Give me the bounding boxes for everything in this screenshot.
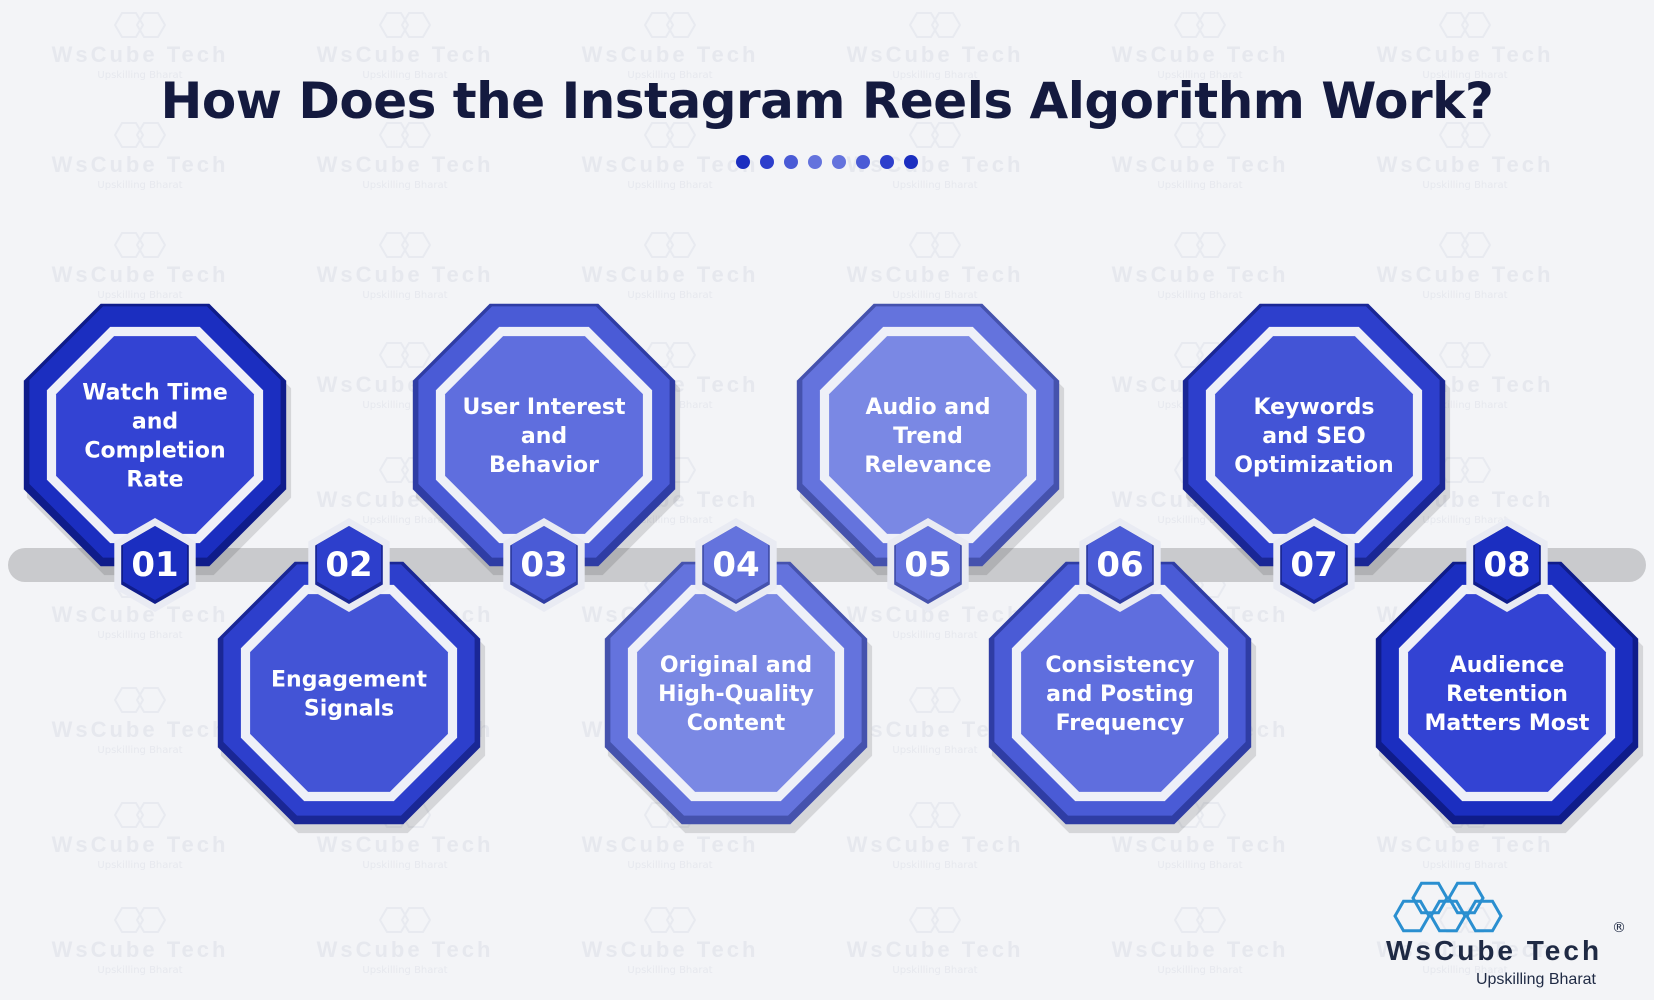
octagon-inner <box>1215 336 1413 534</box>
title-dot <box>736 155 750 169</box>
step-number-badge: 05 <box>887 518 969 612</box>
octagon-inner <box>445 336 643 534</box>
badge-hexagon-fill <box>123 526 187 600</box>
step-label-line: and <box>521 424 567 449</box>
title-dot <box>784 155 798 169</box>
step-number: 02 <box>325 545 372 585</box>
octagon-inner <box>829 336 1027 534</box>
title-dot <box>856 155 870 169</box>
badge-hexagon-fill <box>704 526 768 600</box>
registered-mark: ® <box>1612 920 1626 936</box>
page-title: How Does the Instagram Reels Algorithm W… <box>160 72 1494 130</box>
badge-hexagon-fill <box>1475 526 1539 600</box>
step-label-line: Audience <box>1450 653 1565 678</box>
step-label-line: Content <box>687 711 786 736</box>
hexagon-logo-icon <box>1393 881 1503 933</box>
badge-hexagon-fill <box>512 526 576 600</box>
title-dot <box>832 155 846 169</box>
badge-hexagon-fill <box>1088 526 1152 600</box>
step-label-line: and <box>132 410 178 435</box>
wscube-tech-logo: WsCube Tech ® Upskilling Bharat <box>1386 880 1626 990</box>
step-label-line: Watch Time <box>82 381 228 406</box>
step-number-badge: 03 <box>503 518 585 612</box>
logo-brand-text: WsCube Tech <box>1386 935 1626 967</box>
logo-brand-part1: WsCube <box>1386 935 1516 966</box>
step-number: 01 <box>131 545 178 585</box>
step-number: 04 <box>712 545 759 585</box>
step-label-line: Consistency <box>1045 653 1194 678</box>
logo-tagline: Upskilling Bharat <box>1475 971 1596 988</box>
logo-hexagon <box>1411 881 1449 915</box>
title-dot <box>808 155 822 169</box>
step-number-badge: 04 <box>695 518 777 612</box>
title-dot-divider <box>0 155 1654 169</box>
step-number: 05 <box>904 545 951 585</box>
step-label-line: High-Quality <box>658 682 814 707</box>
step-number: 03 <box>520 545 567 585</box>
step-number: 07 <box>1290 545 1337 585</box>
step-number-badge: 07 <box>1273 518 1355 612</box>
step-number-badge: 02 <box>308 518 390 612</box>
step-label-line: Optimization <box>1234 453 1393 478</box>
step-label-line: Engagement <box>271 668 427 693</box>
step-07: Keywords and SEO Optimization <box>1182 303 1451 576</box>
step-label-line: Rate <box>126 468 183 493</box>
badge-hexagon-fill <box>317 526 381 600</box>
octagon-inner <box>1408 594 1606 792</box>
title-dot <box>760 155 774 169</box>
step-number-badge: 08 <box>1466 518 1548 612</box>
step-label-line: Trend <box>893 424 963 449</box>
logo-hexagon <box>1447 881 1485 915</box>
step-label-line: Original and <box>660 653 812 678</box>
badge-hexagon-fill <box>896 526 960 600</box>
step-label-line: Matters Most <box>1425 711 1590 736</box>
step-label-line: Audio and <box>865 395 990 420</box>
logo-hexagon <box>1465 899 1503 933</box>
logo-brand-part2: Tech <box>1526 935 1603 966</box>
step-label-line: Behavior <box>489 453 599 478</box>
step-label-line: Signals <box>304 697 394 722</box>
step-label-line: User Interest <box>462 395 626 420</box>
octagon-inner <box>250 594 448 792</box>
title-dot <box>880 155 894 169</box>
badge-hexagon-fill <box>1282 526 1346 600</box>
step-label-line: Completion <box>84 439 225 464</box>
octagon-inner <box>637 594 835 792</box>
step-number-badge: 01 <box>114 518 196 612</box>
step-label-line: Retention <box>1446 682 1568 707</box>
step-label-line: and Posting <box>1046 682 1194 707</box>
step-label-line: and SEO <box>1262 424 1366 449</box>
logo-hexagon <box>1429 899 1467 933</box>
step-number: 08 <box>1483 545 1530 585</box>
title-dot <box>904 155 918 169</box>
step-number: 06 <box>1096 545 1143 585</box>
octagon-inner <box>56 336 254 534</box>
step-label-line: Keywords <box>1253 395 1374 420</box>
octagon-inner <box>1021 594 1219 792</box>
step-label-line: Frequency <box>1056 711 1185 736</box>
step-label-line: Relevance <box>864 453 991 478</box>
logo-hexagon <box>1393 899 1431 933</box>
step-number-badge: 06 <box>1079 518 1161 612</box>
